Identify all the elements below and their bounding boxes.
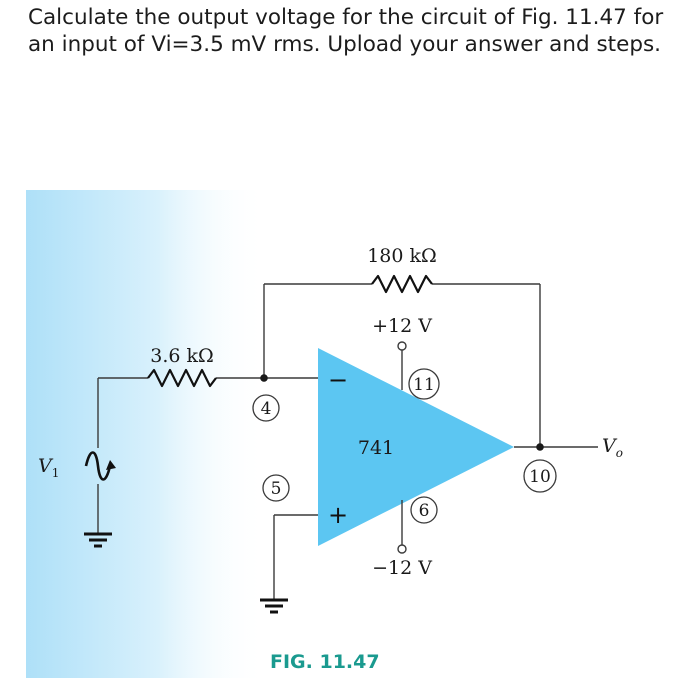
input-junction-dot xyxy=(260,374,268,382)
circuit-diagram: 4 5 11 6 10 180 kΩ 3.6 kΩ +12 V −12 V 74… xyxy=(26,190,623,678)
figure-caption: FIG. 11.47 xyxy=(270,651,380,673)
pin-number-positive-supply: 11 xyxy=(413,375,435,395)
pin-number-noninverting: 5 xyxy=(271,479,282,499)
inverting-sign: − xyxy=(328,366,348,394)
opamp-model-label: 741 xyxy=(358,437,394,459)
circuit-figure: 4 5 11 6 10 180 kΩ 3.6 kΩ +12 V −12 V 74… xyxy=(26,190,626,678)
negative-supply-terminal xyxy=(397,544,407,554)
input-voltage-symbol: V xyxy=(38,455,54,477)
input-voltage-label: V1 xyxy=(38,455,59,480)
positive-supply-terminal xyxy=(397,341,407,351)
output-voltage-symbol: V xyxy=(602,435,618,457)
feedback-resistor-symbol xyxy=(371,274,433,294)
pin-number-inverting: 4 xyxy=(261,399,272,419)
pin-circle-negative-supply xyxy=(410,496,438,524)
output-junction-dot xyxy=(536,443,544,451)
input-voltage-subscript: 1 xyxy=(52,466,60,480)
pin-circle-positive-supply xyxy=(408,368,440,400)
pin-circle-inverting xyxy=(252,394,280,422)
source-ground-icon xyxy=(84,532,112,548)
pin-number-negative-supply: 6 xyxy=(419,501,430,521)
ac-source-arrow-icon xyxy=(106,460,116,470)
ac-source-icon xyxy=(84,451,112,481)
positive-supply-label: +12 V xyxy=(372,315,432,337)
noninverting-sign: + xyxy=(328,501,348,529)
input-resistor-symbol xyxy=(147,368,217,388)
output-voltage-label: Vo xyxy=(602,435,623,460)
feedback-resistor-label: 180 kΩ xyxy=(367,245,437,267)
pin-circle-output xyxy=(523,459,557,493)
pin-circle-noninverting xyxy=(262,474,290,502)
opamp-triangle xyxy=(318,348,514,546)
negative-supply-label: −12 V xyxy=(372,557,432,579)
background-glow xyxy=(26,190,266,678)
opamp-ground-icon xyxy=(260,598,288,614)
question-text: Calculate the output voltage for the cir… xyxy=(28,5,664,57)
input-resistor-label: 3.6 kΩ xyxy=(150,345,214,367)
pin-number-output: 10 xyxy=(529,467,551,487)
output-voltage-subscript: o xyxy=(616,446,623,460)
